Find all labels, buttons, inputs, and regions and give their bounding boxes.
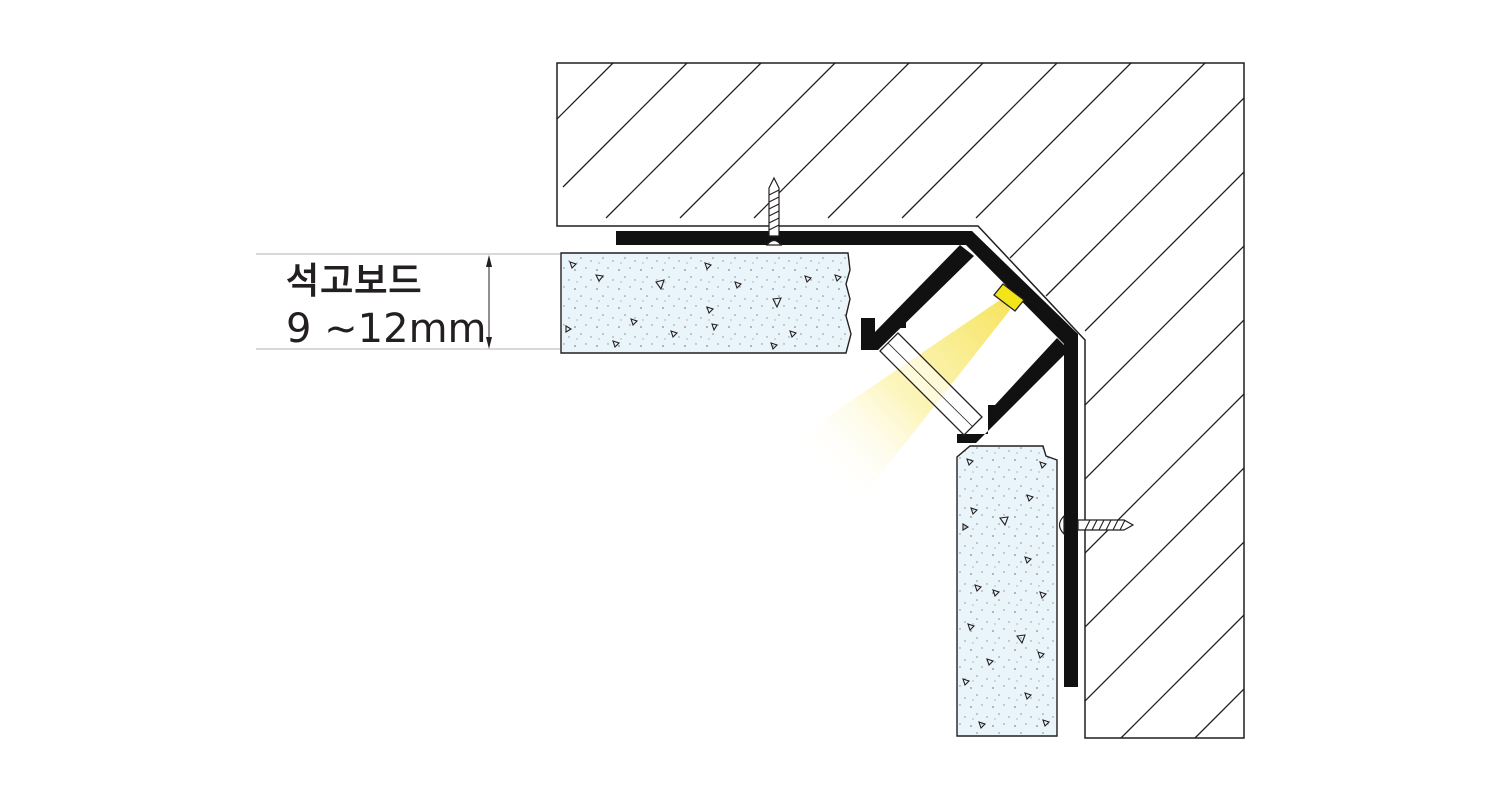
dimension-arrow-icon bbox=[486, 255, 492, 349]
light-beam bbox=[796, 298, 1010, 498]
thickness-label: 9 ~12mm bbox=[286, 306, 487, 352]
aluminum-corner-profile bbox=[616, 231, 1078, 687]
gypsum-board-ceiling bbox=[560, 252, 852, 354]
concrete-wall bbox=[556, 62, 1245, 739]
material-label: 석고보드 bbox=[286, 261, 423, 302]
diffuser-lens bbox=[879, 332, 983, 436]
led-strip-icon bbox=[993, 283, 1025, 312]
screw-icon bbox=[765, 176, 783, 246]
screw-icon bbox=[1058, 514, 1135, 536]
dimension-lines bbox=[256, 253, 560, 350]
gypsum-board-wall bbox=[956, 445, 1058, 737]
